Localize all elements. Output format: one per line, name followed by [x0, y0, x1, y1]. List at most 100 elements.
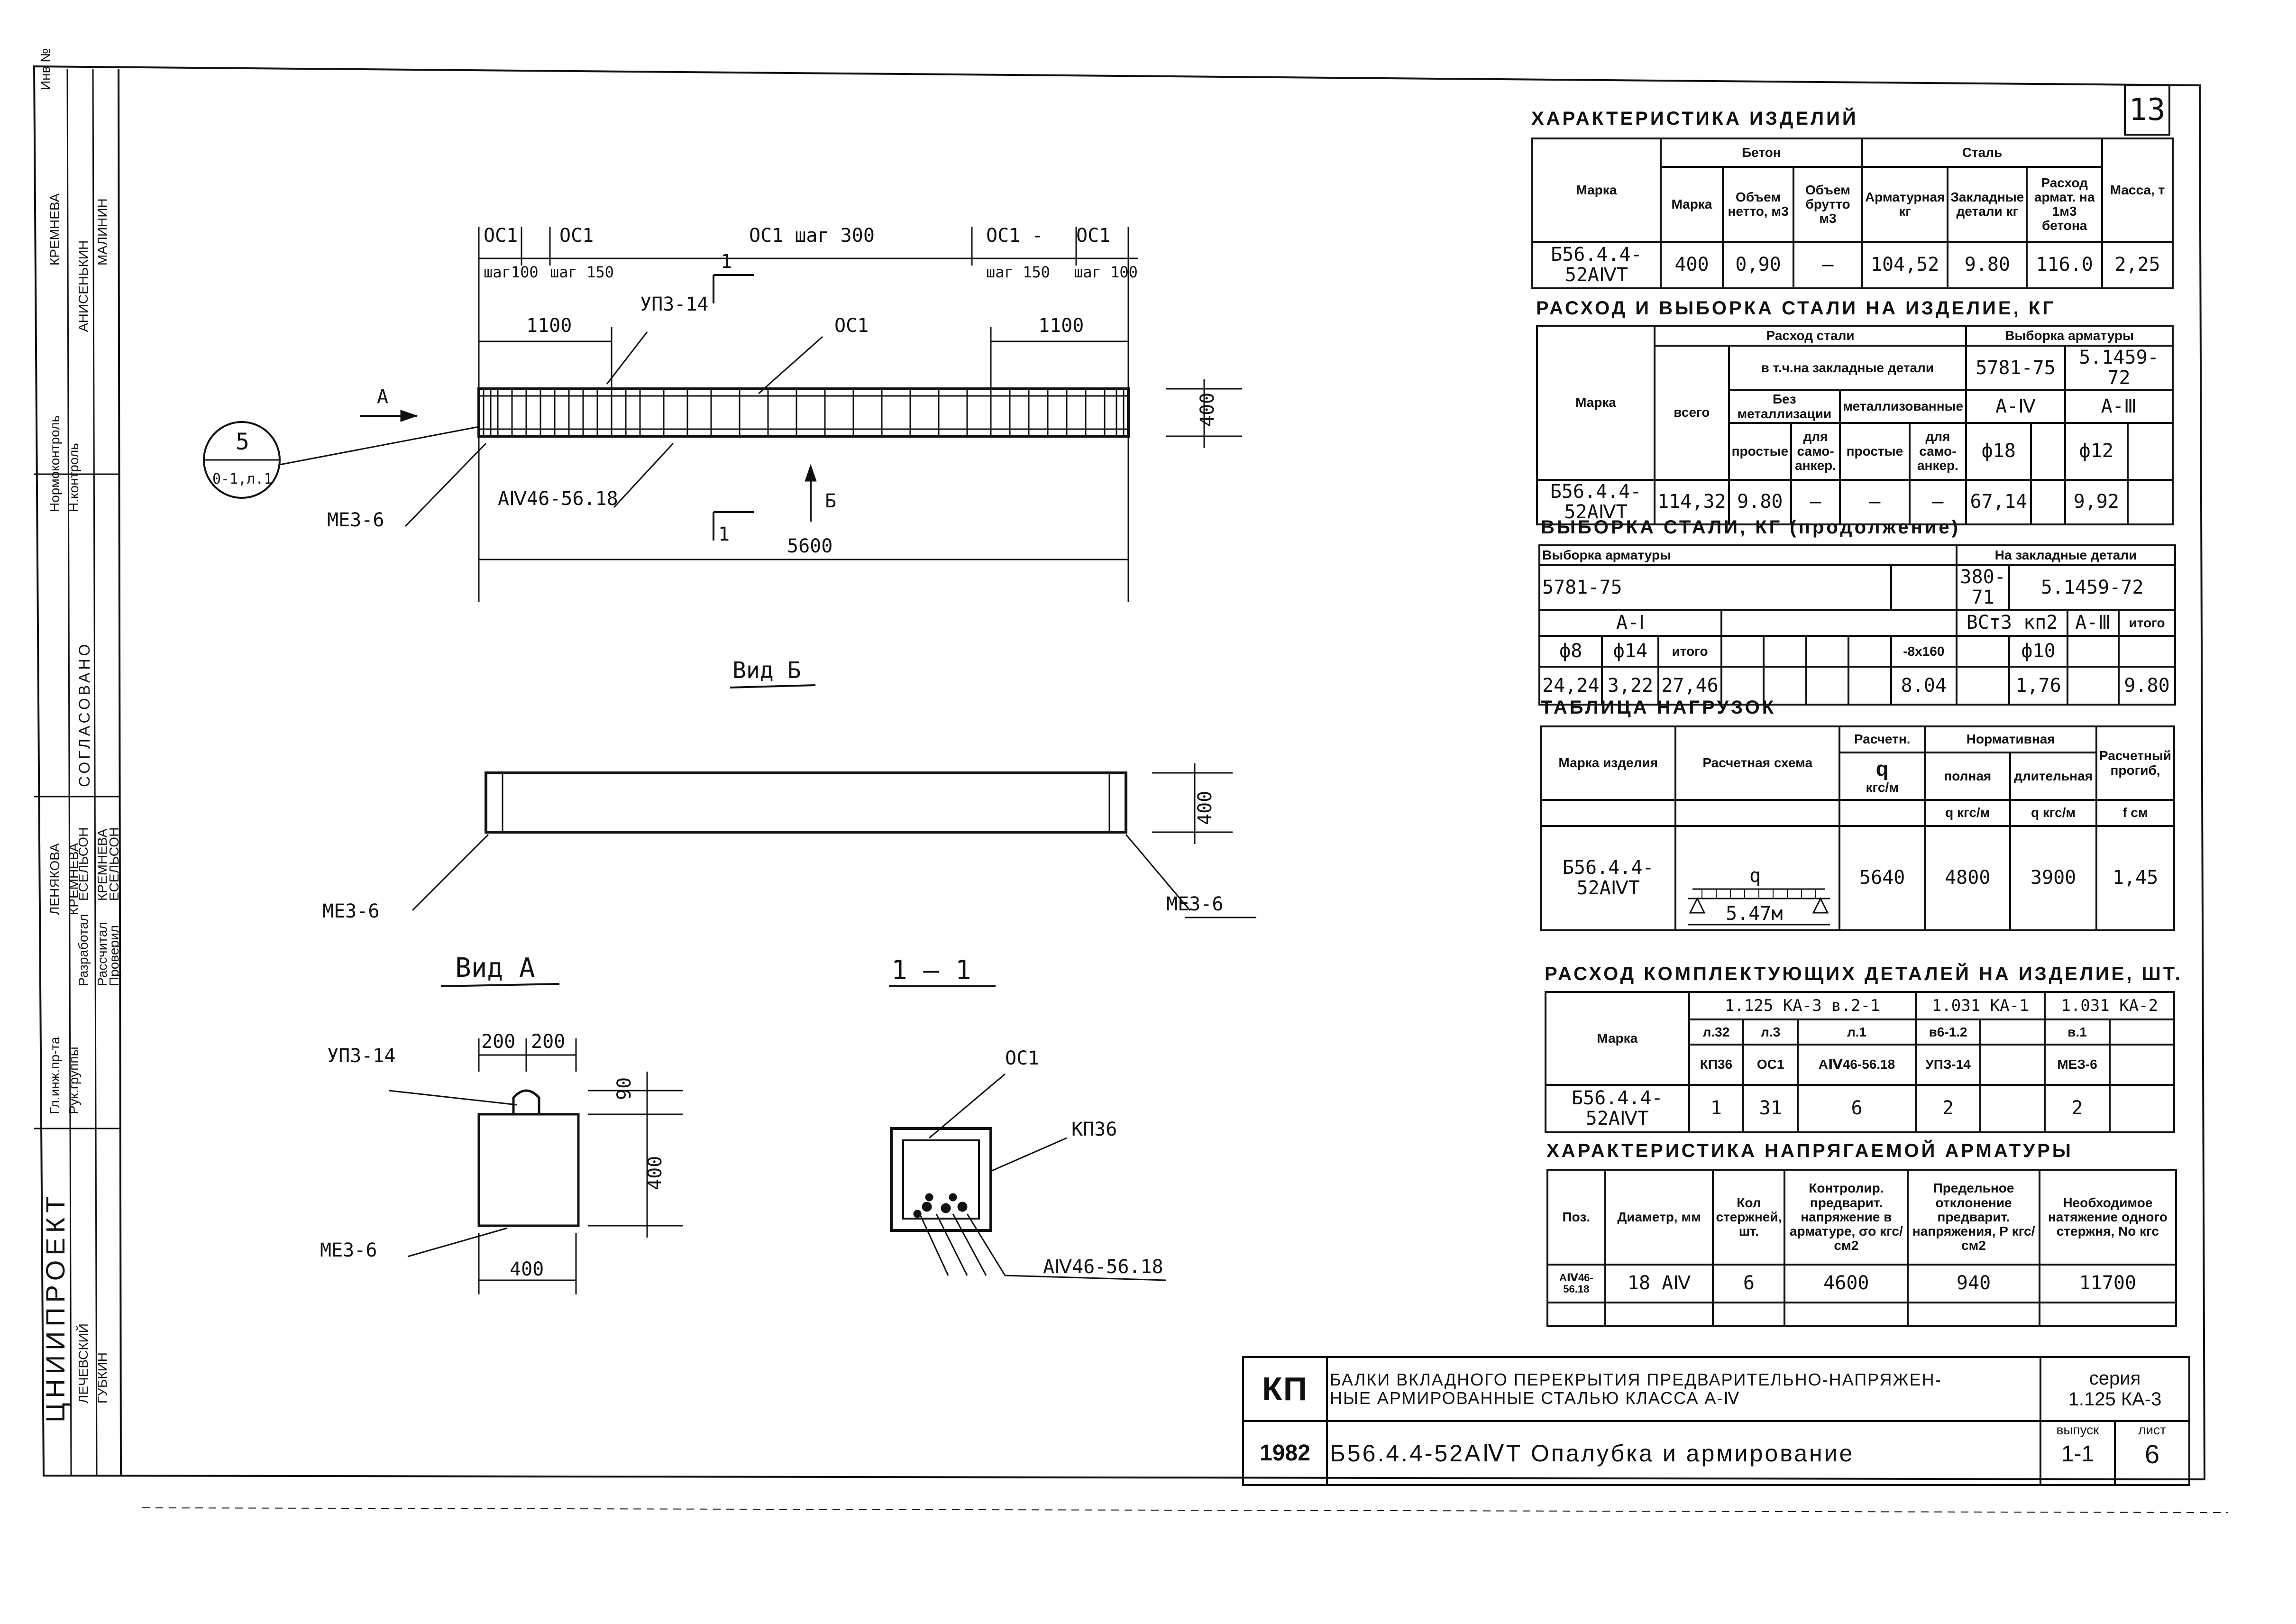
su-h-nonmet: Без металлизации	[1728, 389, 1841, 424]
cp-cell-os1: 31	[1742, 1083, 1799, 1134]
su-cell-blank2	[2126, 478, 2174, 526]
ss-h-c1: А-Ⅰ	[1538, 609, 1722, 637]
side-role-1: Рук.группы	[66, 1046, 81, 1114]
ss-blank-2	[1763, 635, 1807, 668]
view-a-dim-90: 90	[613, 1077, 635, 1100]
product-characteristics-title: ХАРАКТЕРИСТИКА ИЗДЕЛИЙ	[1531, 108, 1858, 129]
pr-blank-4	[1784, 1302, 1909, 1327]
section-mark-bottom: 1	[718, 523, 730, 545]
pc-cell-embed: 9.80	[1947, 241, 2028, 289]
ss-blank-5	[1955, 635, 2011, 668]
su-h-cls2: А-Ⅲ	[2064, 389, 2174, 424]
title-block-title: БАЛКИ ВКЛАДНОГО ПЕРЕКРЫТИЯ ПРЕДВАРИТЕЛЬН…	[1326, 1356, 2041, 1422]
pc-h-c-mark: Марка	[1659, 166, 1724, 243]
pr-blank-6	[2038, 1302, 2177, 1327]
pc-cell-rate: 116.0	[2026, 241, 2103, 289]
title-block-sheet: лист 6	[2114, 1420, 2190, 1486]
cp-h-mark: Марка	[1545, 991, 1690, 1086]
ld-h-q-long: q кгс/м	[2009, 799, 2097, 827]
su-h-usage: Расход стали	[1654, 325, 1967, 347]
ld-sub-blank-3	[1839, 799, 1926, 827]
section-os1-label: ОС1	[1005, 1047, 1039, 1069]
title-line-1: БАЛКИ ВКЛАДНОГО ПЕРЕКРЫТИЯ ПРЕДВАРИТЕЛЬН…	[1330, 1369, 1942, 1389]
ss-blank-6	[2066, 635, 2120, 668]
ss-cell-d8: 24,24	[1538, 666, 1603, 706]
cp-h-sheet-1: л.3	[1742, 1018, 1799, 1046]
ss-cell-plate: 8.04	[1890, 666, 1958, 706]
ss-h-d10: ф10	[2008, 635, 2068, 668]
pr-blank-2	[1604, 1302, 1714, 1327]
section-mark-top: 1	[721, 251, 732, 273]
ld-cell-full: 4800	[1924, 825, 2012, 931]
top-label-1: ОС1	[484, 225, 518, 247]
su-cell-blank1	[2030, 478, 2066, 526]
cp-h-series2: 1.031 КА-1	[1914, 991, 2046, 1021]
pc-h-steel: Сталь	[1861, 137, 2103, 168]
cp-h-item-2: АⅣ46-56.18	[1797, 1044, 1917, 1086]
pc-h-concrete: Бетон	[1659, 137, 1863, 168]
components-title: РАСХОД КОМПЛЕКТУЮЩИХ ДЕТАЛЕЙ НА ИЗДЕЛИЕ,…	[1545, 963, 2183, 984]
section-kp-label: КП36	[1071, 1119, 1117, 1140]
pr-cell-control: 4600	[1784, 1264, 1909, 1303]
su-h-empty-2	[2126, 422, 2174, 481]
title-block: КП БАЛКИ ВКЛАДНОГО ПЕРЕКРЫТИЯ ПРЕДВАРИТЕ…	[1242, 1356, 2190, 1486]
title-block-issue: выпуск 1-1	[2040, 1420, 2116, 1486]
cp-h-sheet-4	[1979, 1018, 2046, 1046]
ld-h-q-full: q кгс/м	[1924, 799, 2012, 827]
side-col-name-0: КРЕМНЕВА	[47, 193, 62, 266]
side-org-name: ЦНИИПРОЕКТ	[40, 1192, 70, 1422]
title-block-series: серия 1.125 КА-3	[2040, 1356, 2190, 1422]
ss-cell-b5	[1955, 666, 2011, 706]
title-block-year: 1982	[1242, 1420, 1328, 1486]
section-rebar-label: АⅣ46-56.18	[1043, 1256, 1163, 1278]
pr-h-force: Необходимое натяжение одного стержня, Nо…	[2038, 1169, 2177, 1266]
section-1-1-title: 1 — 1	[891, 955, 971, 986]
cp-h-item-6	[2108, 1044, 2176, 1086]
side-role-0: Гл.инж.пр-та	[47, 1037, 62, 1114]
ss-blank-1	[1720, 635, 1765, 668]
pr-h-diam: Диаметр, мм	[1604, 1169, 1714, 1266]
su-h-met: металлизованные	[1839, 389, 1967, 424]
ld-h-f: f см	[2095, 799, 2175, 827]
view-a-dim-400v: 400	[644, 1156, 666, 1190]
top-step-1: шаг100	[484, 263, 539, 281]
callout-os1: ОС1	[834, 315, 869, 337]
pr-blank-5	[1907, 1302, 2040, 1327]
su-cell-anchor1: —	[1790, 478, 1841, 526]
pr-h-count: Кол стержней, шт.	[1712, 1169, 1786, 1266]
su-h-cls1: А-Ⅳ	[1965, 389, 2066, 424]
pc-h-s-rate: Расход армат. на 1м3 бетона	[2026, 166, 2103, 243]
loads-title: ТАБЛИЦА НАГРУЗОК	[1541, 697, 1776, 718]
su-h-anchor-1: для само-анкер.	[1790, 422, 1841, 481]
pr-cell-diam: 18 АⅣ	[1604, 1264, 1714, 1303]
side-role-2: Разработал	[76, 914, 91, 986]
view-b-mez-right: МЕЗ-6	[1166, 893, 1223, 915]
ss-h-g3: 5.1459-72	[2008, 564, 2176, 611]
cp-cell-kp36: 1	[1688, 1083, 1745, 1134]
su-cell-simple2: —	[1839, 478, 1911, 526]
ss-h-total2: итого	[1657, 635, 1722, 668]
ld-cell-mark: Б56.4.4-52АⅣТ	[1539, 825, 1677, 931]
su-h-simple-1: простые	[1728, 422, 1793, 481]
su-h-empty-1	[2030, 422, 2066, 481]
ss-h-selection: Выборка арматуры	[1538, 544, 1958, 566]
series-label: серия	[2089, 1368, 2141, 1389]
pc-h-mass: Масса, т	[2101, 138, 2174, 243]
ss-h-g2: 380-71	[1955, 564, 2011, 611]
pc-h-c-gross: Объем брутто м3	[1793, 166, 1863, 243]
pr-h-limit: Предельное отклонение предварит. напряже…	[1907, 1169, 2040, 1266]
pc-h-c-net: Объем нетто, м3	[1722, 166, 1795, 243]
side-col-name-1: АНИСЕНЬКИН	[76, 240, 91, 332]
prestressed-table: Поз. Диаметр, мм Кол стержней, шт. Контр…	[1546, 1169, 2177, 1327]
cp-h-item-0: КП36	[1688, 1044, 1745, 1086]
cp-cell-mez: 2	[2044, 1083, 2111, 1134]
circle-top-label: 5	[236, 429, 249, 455]
cp-h-item-3: УПЗ-14	[1914, 1044, 1982, 1086]
callout-mez-left: МЕЗ-6	[327, 509, 384, 531]
side-role-5: Нормоконтроль	[47, 415, 62, 512]
view-a-mez: МЕЗ-6	[320, 1239, 377, 1261]
ss-cell-b1	[1720, 666, 1765, 706]
ss-h-c1-blank	[1720, 609, 1958, 637]
series-value: 1.125 КА-3	[2068, 1388, 2162, 1410]
